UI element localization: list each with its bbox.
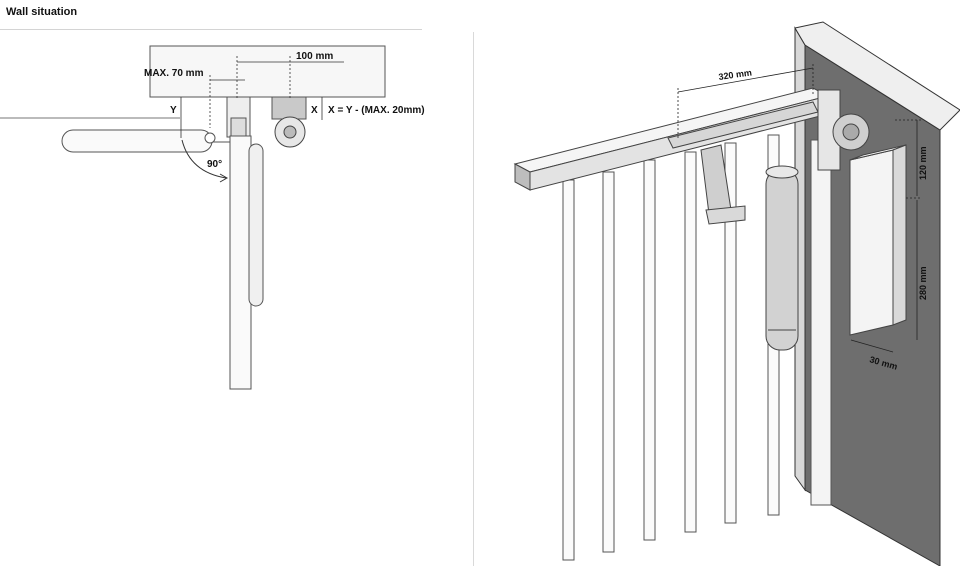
plan-view-drawing: 100 mm MAX. 70 mm Y X X = Y - (MAX. 20mm… (0, 45, 425, 390)
gate-bar (602, 171, 615, 553)
label-x: X (311, 105, 318, 116)
top-rule (0, 29, 422, 30)
label-280mm: 280 mm (918, 266, 928, 300)
motor-bracket (271, 96, 307, 120)
dim-320-line (677, 67, 814, 93)
label-90-degrees: 90° (207, 159, 222, 170)
closed-gate-leaf (61, 129, 213, 153)
gate-bar (724, 142, 737, 524)
wall-top-face (794, 21, 960, 131)
hinge-disc-center (842, 123, 860, 141)
wall-block (149, 45, 386, 98)
motor-cylinder (765, 169, 799, 351)
dim-30-line (850, 339, 894, 353)
angle-arrow (219, 173, 229, 183)
hinge-knuckle (230, 117, 247, 137)
motor-hub (283, 125, 297, 139)
arm-foot (705, 205, 746, 225)
control-box-front (849, 149, 894, 336)
control-box-side (892, 144, 907, 326)
label-320mm: 320 mm (718, 67, 753, 82)
label-100mm: 100 mm (296, 51, 333, 62)
gate-bars (562, 134, 780, 561)
label-120mm: 120 mm (918, 146, 928, 180)
isometric-view-drawing: 320 mm 120 mm 280 mm 30 mm (513, 21, 960, 566)
open-gate-handle (248, 143, 264, 307)
angle-arc (181, 139, 227, 179)
arm-pivot (204, 132, 216, 144)
label-max-70mm: MAX. 70 mm (144, 68, 204, 79)
gate-hinge-post (810, 139, 832, 506)
top-rail-end (514, 163, 531, 191)
panel-divider (473, 32, 474, 566)
gate-bar (562, 179, 575, 561)
motor-cap-top (765, 165, 799, 179)
gate-bar (684, 151, 697, 533)
open-gate-leaf (229, 135, 252, 390)
gate-bar (643, 159, 656, 541)
section-title: Wall situation (6, 6, 78, 18)
top-rail-top (513, 87, 830, 173)
label-formula: X = Y - (MAX. 20mm) (328, 105, 425, 116)
label-y: Y (170, 105, 177, 116)
